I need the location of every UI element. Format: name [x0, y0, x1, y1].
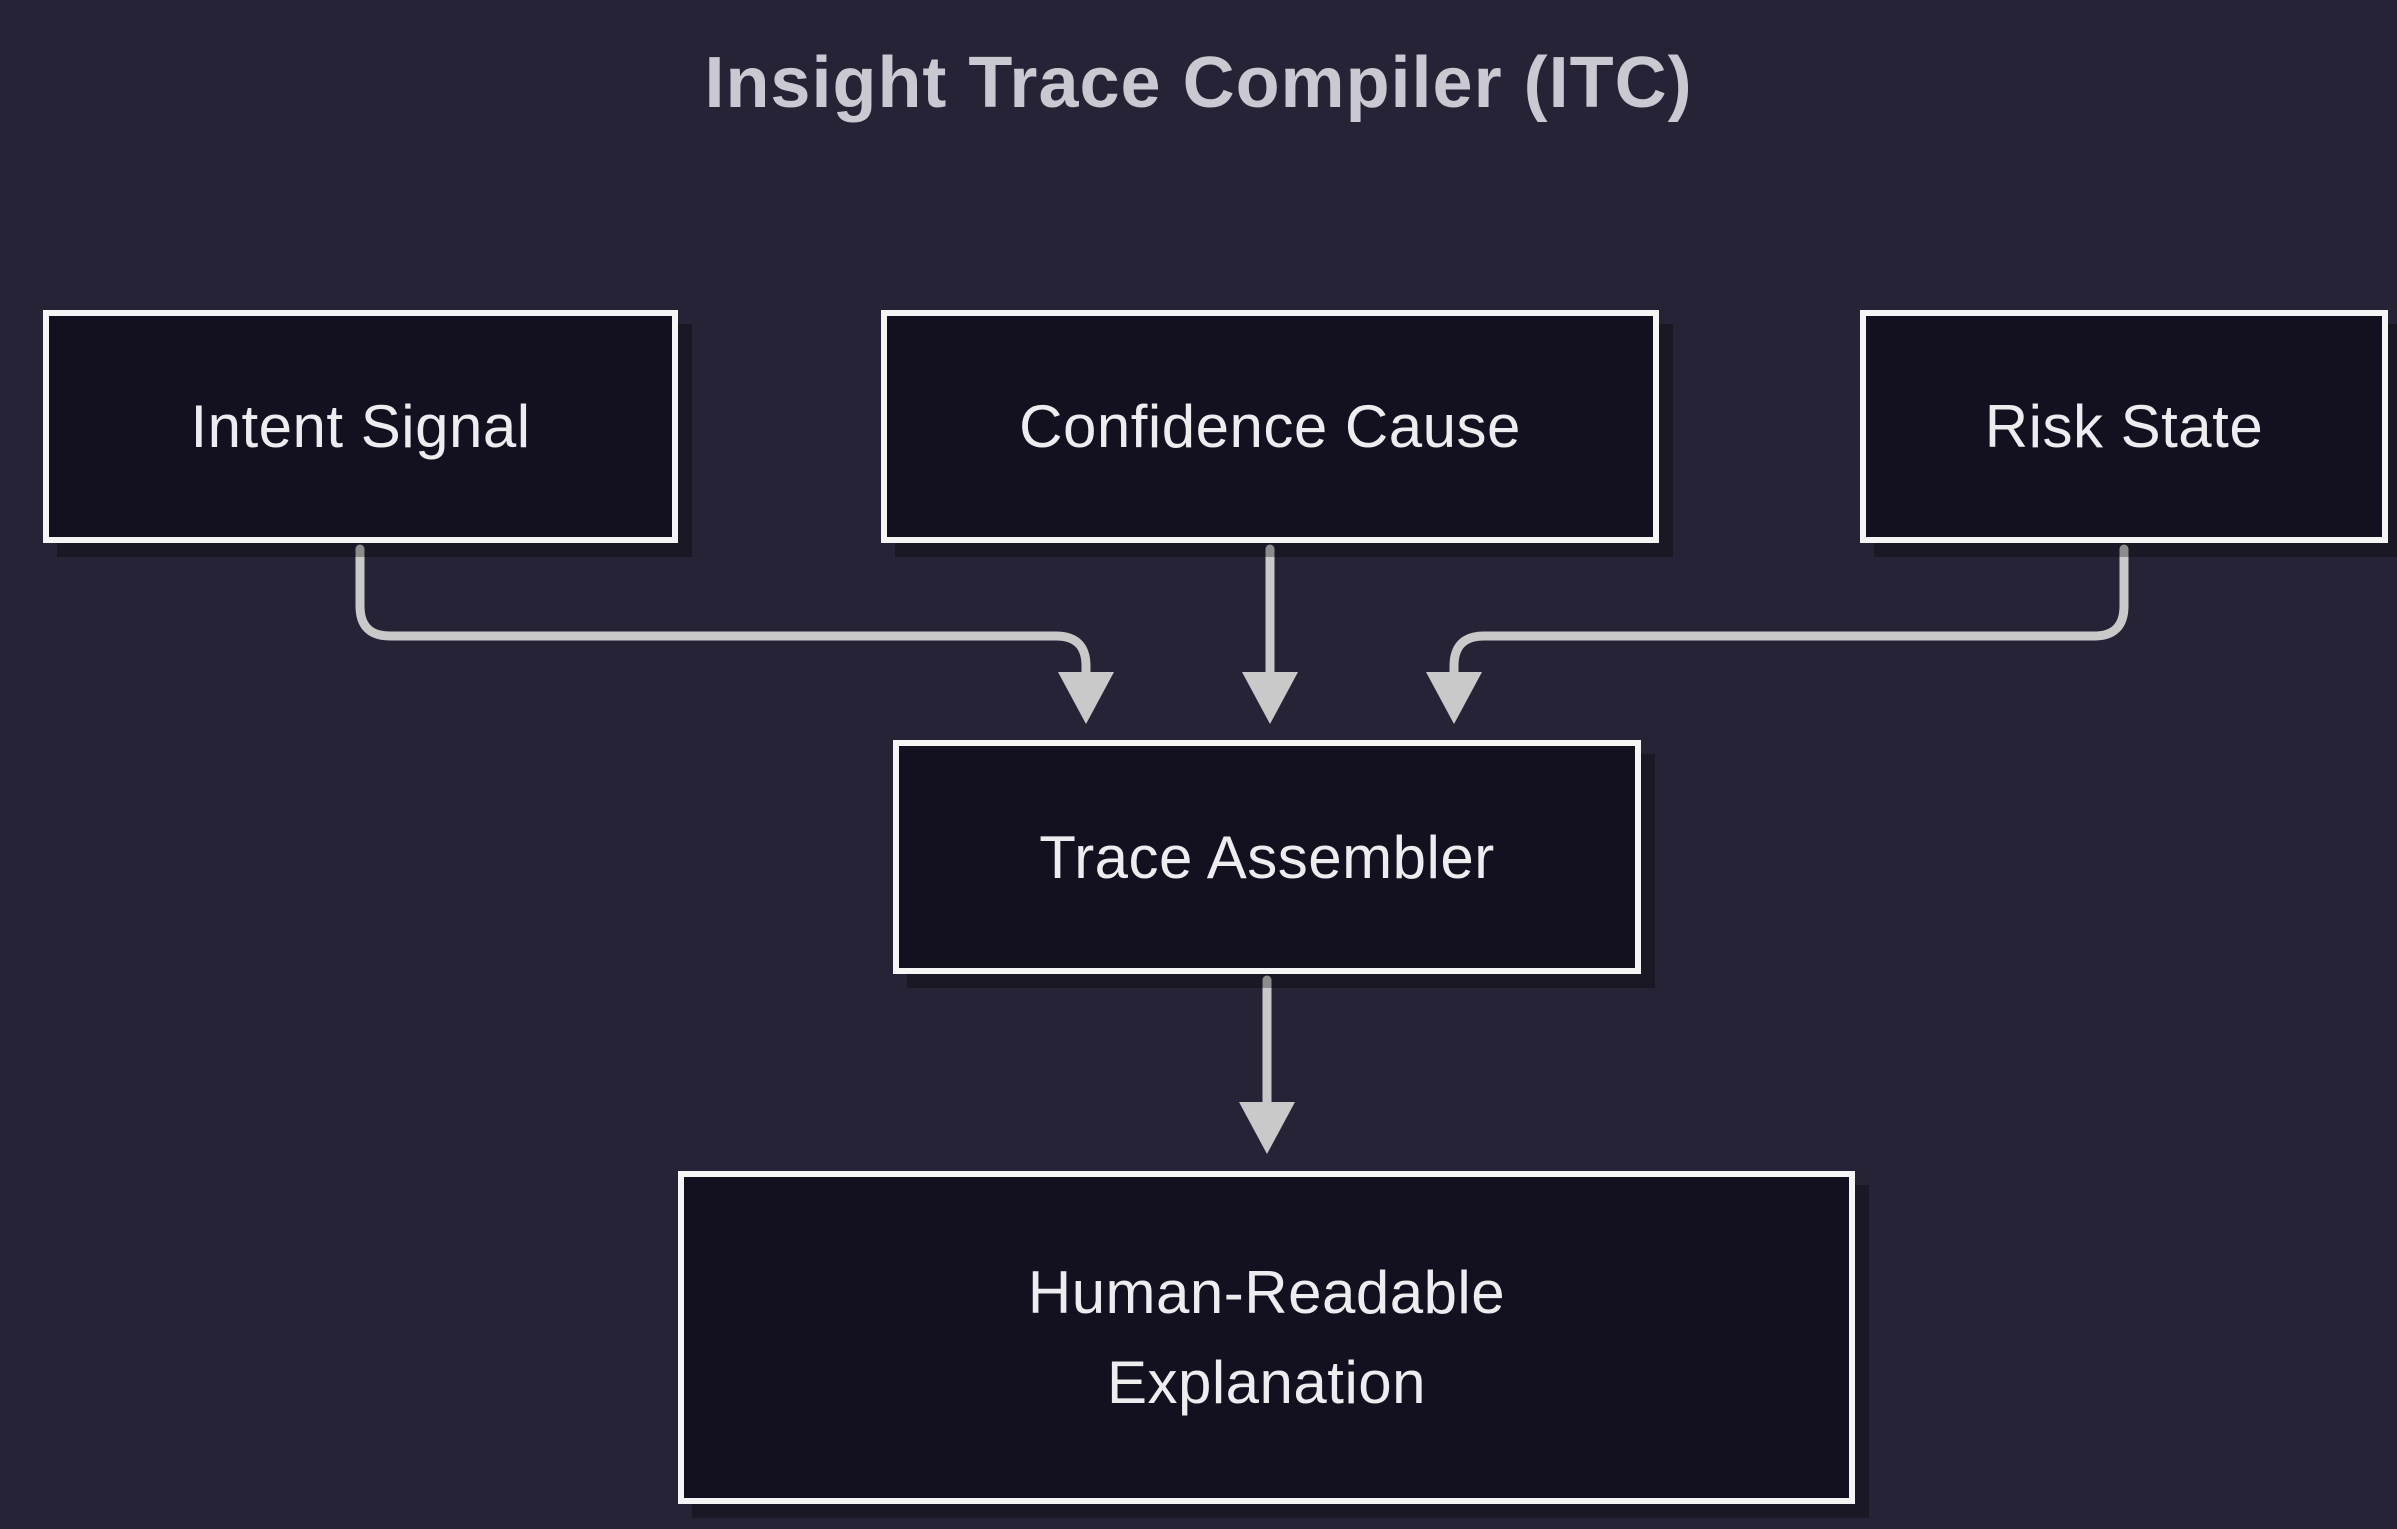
arrow-line: [1449, 544, 2129, 681]
arrow-intent-to-assembler: [355, 544, 1114, 724]
diagram-title: Insight Trace Compiler (ITC): [704, 43, 1693, 123]
node-risk-state: Risk State: [1860, 310, 2388, 543]
arrow-assembler-to-explanation: [1239, 975, 1295, 1154]
node-confidence-cause: Confidence Cause: [881, 310, 1659, 543]
node-intent-signal: Intent Signal: [43, 310, 678, 543]
node-explanation-label-line2: Explanation: [1106, 1348, 1427, 1416]
node-trace-assembler-label: Trace Assembler: [1039, 823, 1495, 891]
node-explanation-label-line1: Human-Readable: [1027, 1258, 1506, 1326]
arrowhead-icon: [1242, 672, 1298, 724]
arrowhead-icon: [1426, 672, 1482, 724]
arrow-confidence-to-assembler: [1242, 544, 1298, 724]
arrow-risk-to-assembler: [1426, 544, 2129, 724]
node-trace-assembler: Trace Assembler: [893, 740, 1641, 974]
arrow-line: [355, 544, 1091, 681]
node-confidence-cause-label: Confidence Cause: [1019, 393, 1521, 460]
arrowhead-icon: [1058, 672, 1114, 724]
arrowhead-icon: [1239, 1102, 1295, 1154]
node-risk-state-label: Risk State: [1984, 393, 2264, 460]
node-intent-signal-label: Intent Signal: [190, 393, 531, 460]
node-human-readable-explanation: Human-Readable Explanation: [678, 1171, 1855, 1504]
